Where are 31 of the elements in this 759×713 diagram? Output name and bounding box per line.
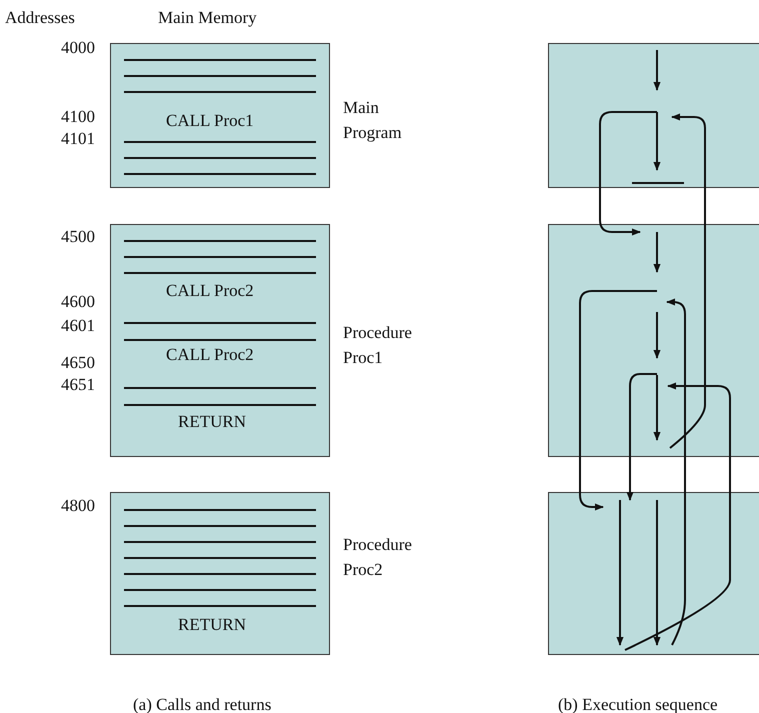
- execution-block: [548, 224, 759, 457]
- flow-arrow: [599, 111, 657, 236]
- column-heading: Main Memory: [158, 7, 257, 29]
- execution-block: [548, 43, 759, 188]
- flow-arrow: [626, 373, 657, 501]
- address-label: 4600: [61, 291, 95, 313]
- address-label: 4100: [61, 106, 95, 128]
- column-heading: Addresses: [5, 7, 75, 29]
- address-label: 4101: [61, 128, 95, 150]
- instruction-text: RETURN: [178, 615, 246, 635]
- address-label: 4800: [61, 495, 95, 517]
- address-label: 4650: [61, 352, 95, 374]
- block-caption: Procedure Proc2: [343, 534, 413, 581]
- flow-arrow: [579, 290, 657, 511]
- memory-block: [110, 224, 330, 457]
- instruction-text: RETURN: [178, 412, 246, 432]
- address-label: 4500: [61, 226, 95, 248]
- instruction-text: CALL Proc1: [166, 111, 254, 131]
- instruction-text: CALL Proc2: [166, 281, 254, 301]
- instruction-text: CALL Proc2: [166, 345, 254, 365]
- flow-arrow: [624, 382, 731, 651]
- flow-arrow: [669, 113, 706, 449]
- block-caption: Procedure Proc1: [343, 322, 413, 369]
- execution-block: [548, 492, 759, 655]
- memory-block: [110, 43, 330, 188]
- block-caption: Main Program: [343, 97, 403, 144]
- memory-block: [110, 492, 330, 655]
- address-label: 4000: [61, 37, 95, 59]
- address-label: 4601: [61, 315, 95, 337]
- address-label: 4651: [61, 374, 95, 396]
- flow-arrow: [666, 298, 686, 646]
